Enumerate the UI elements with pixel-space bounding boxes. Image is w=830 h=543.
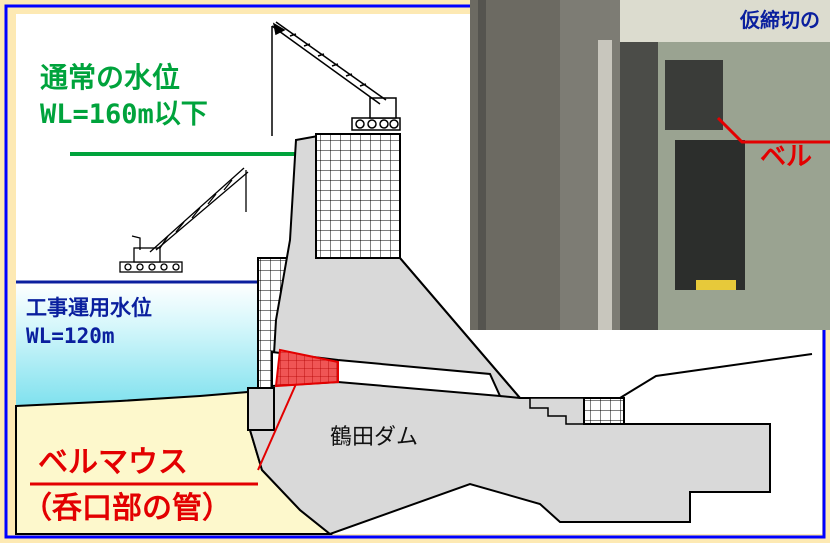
crawler-crane-small-icon	[119, 167, 249, 273]
construction-water-level-title: 工事運用水位	[26, 296, 152, 320]
photo-bellmouth-label: ベル	[760, 142, 813, 172]
normal-water-level-value: WL=160m以下	[40, 99, 208, 130]
downstream-face	[399, 257, 521, 399]
toe-block	[247, 387, 275, 431]
dam-name-label: 鶴田ダム	[330, 425, 419, 450]
photo-caption: 仮締切の	[740, 8, 820, 32]
bellmouth-highlight	[274, 348, 339, 388]
apron-structure	[583, 397, 625, 425]
normal-water-level-title: 通常の水位	[40, 61, 181, 94]
bellmouth-note: （呑口部の管）	[22, 491, 232, 526]
dam-crest-structure	[315, 133, 401, 259]
bellmouth-leader	[257, 383, 297, 471]
reservoir-water	[16, 282, 258, 406]
crawler-crane-large-icon	[271, 21, 401, 136]
inset-photo	[470, 0, 830, 330]
construction-water-level-value: WL=120m	[26, 324, 115, 348]
bellmouth-label: ベルマウス	[38, 445, 188, 480]
